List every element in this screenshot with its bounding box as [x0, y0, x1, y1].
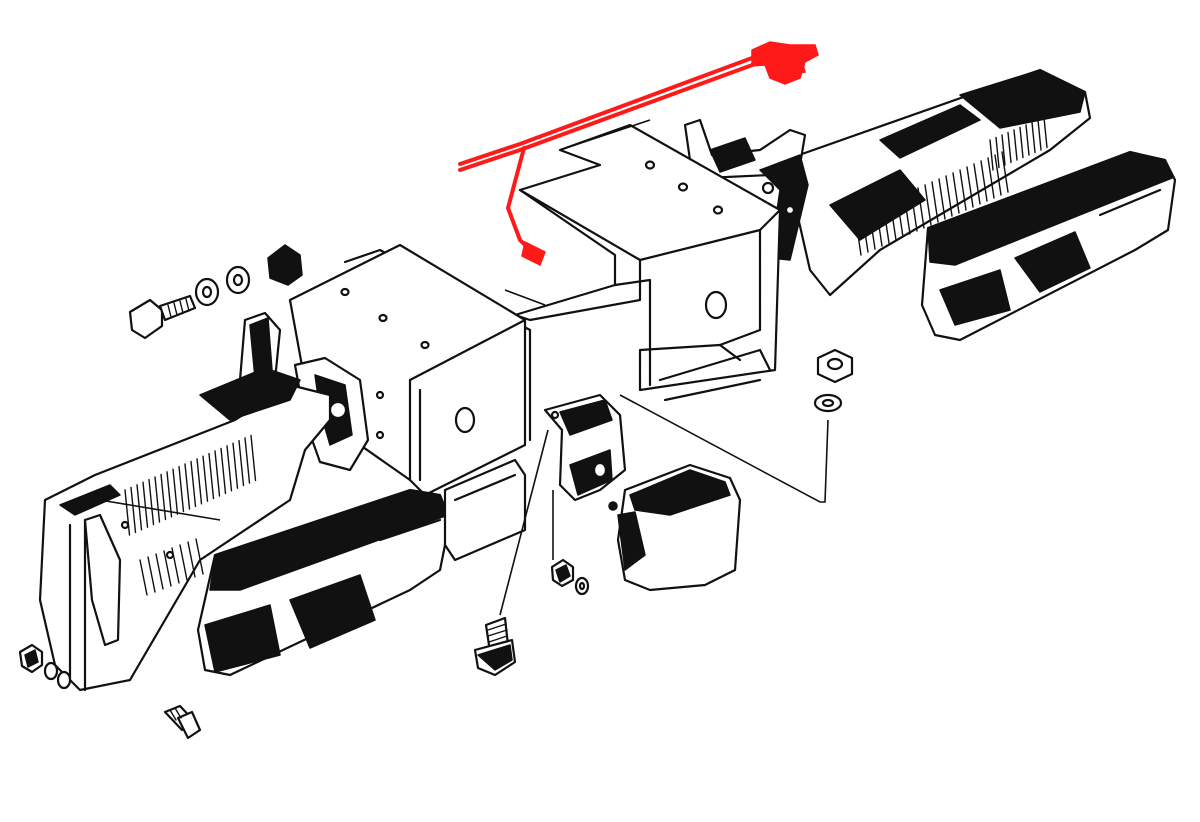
hatch-line [214, 450, 221, 497]
upper-left-lock-washer [225, 265, 251, 295]
left-reflector-plate [443, 458, 527, 562]
hatch-line [1001, 134, 1006, 166]
hatch-line [1025, 124, 1030, 156]
hatch-line [172, 468, 179, 515]
hatch-line [1031, 121, 1036, 154]
hatch-line [1019, 126, 1024, 159]
hatch-line [196, 458, 203, 505]
right-nut [816, 348, 854, 384]
hatch-line [148, 478, 155, 526]
hatch-line [882, 202, 890, 244]
hatch-line [244, 437, 251, 484]
hatch-line [903, 193, 911, 235]
hatch-line [987, 157, 995, 199]
hatch-line [910, 190, 918, 232]
hatch-line [155, 553, 164, 590]
plate-lamp-body [608, 463, 742, 592]
upper-left-washer [194, 277, 220, 307]
hatch-line [178, 465, 185, 513]
assembly-leader-lines [99, 119, 829, 616]
hatch-line [994, 154, 1002, 196]
hatch-line [917, 187, 925, 229]
hatch-line [166, 471, 173, 518]
right-mounting-bracket [683, 118, 809, 261]
centre-bolt [473, 616, 517, 677]
hatch-line [163, 550, 172, 587]
hatch-line [226, 445, 233, 492]
hatch-line [190, 460, 197, 508]
hatch-line [202, 455, 209, 502]
hatch-line [875, 205, 883, 247]
hatch-line [995, 136, 1000, 169]
hatch-line [232, 442, 239, 489]
hatch-line [238, 439, 245, 487]
lower-left-nut [18, 643, 44, 674]
hatch-line [854, 214, 862, 256]
hatch-line [989, 139, 994, 171]
hatch-line [1001, 151, 1009, 193]
hatch-line [195, 538, 204, 575]
hatch-line [179, 544, 188, 581]
hatch-line [1043, 116, 1048, 149]
hatch-line [147, 556, 156, 593]
hatch-line [896, 196, 904, 238]
hatch-line [931, 181, 939, 223]
wiring-harness [458, 41, 819, 267]
hatch-line [220, 447, 227, 495]
lower-left-washer [43, 661, 72, 690]
hatch-line [1013, 129, 1018, 161]
centre-washer [574, 576, 590, 596]
hatch-line [1007, 131, 1012, 164]
upper-left-bolt [128, 294, 197, 340]
hatch-line [966, 166, 974, 208]
hatch-line [861, 211, 869, 253]
hatch-line [184, 463, 191, 510]
hatch-line [868, 208, 876, 250]
hatch-line [187, 541, 196, 578]
hatch-line [945, 175, 953, 217]
hatch-line [130, 486, 137, 534]
upper-left-cap-nut [267, 244, 303, 286]
hatch-line [959, 169, 967, 211]
left-lamp-lens [196, 488, 452, 677]
hatch-line [160, 473, 167, 521]
lower-left-screw [163, 704, 202, 740]
right-lamp-lens [920, 150, 1177, 342]
left-lamp-housing [38, 367, 332, 692]
hatch-line [938, 178, 946, 220]
hatch-line [208, 452, 215, 500]
right-lamp-housing [783, 68, 1092, 297]
hatch-line [924, 184, 932, 226]
hatch-line [250, 434, 257, 482]
hatch-line [139, 559, 148, 596]
plate-lamp-bracket [543, 393, 627, 502]
hatch-line [154, 476, 161, 523]
hatch-line [973, 163, 981, 205]
hatch-line [889, 199, 897, 241]
hatch-line [124, 489, 131, 536]
hatch-line [142, 481, 149, 528]
hatch-line [1037, 119, 1042, 151]
hatch-line [980, 160, 988, 202]
centre-nut [550, 558, 575, 588]
hatch-line [952, 172, 960, 214]
right-washer [813, 393, 843, 413]
